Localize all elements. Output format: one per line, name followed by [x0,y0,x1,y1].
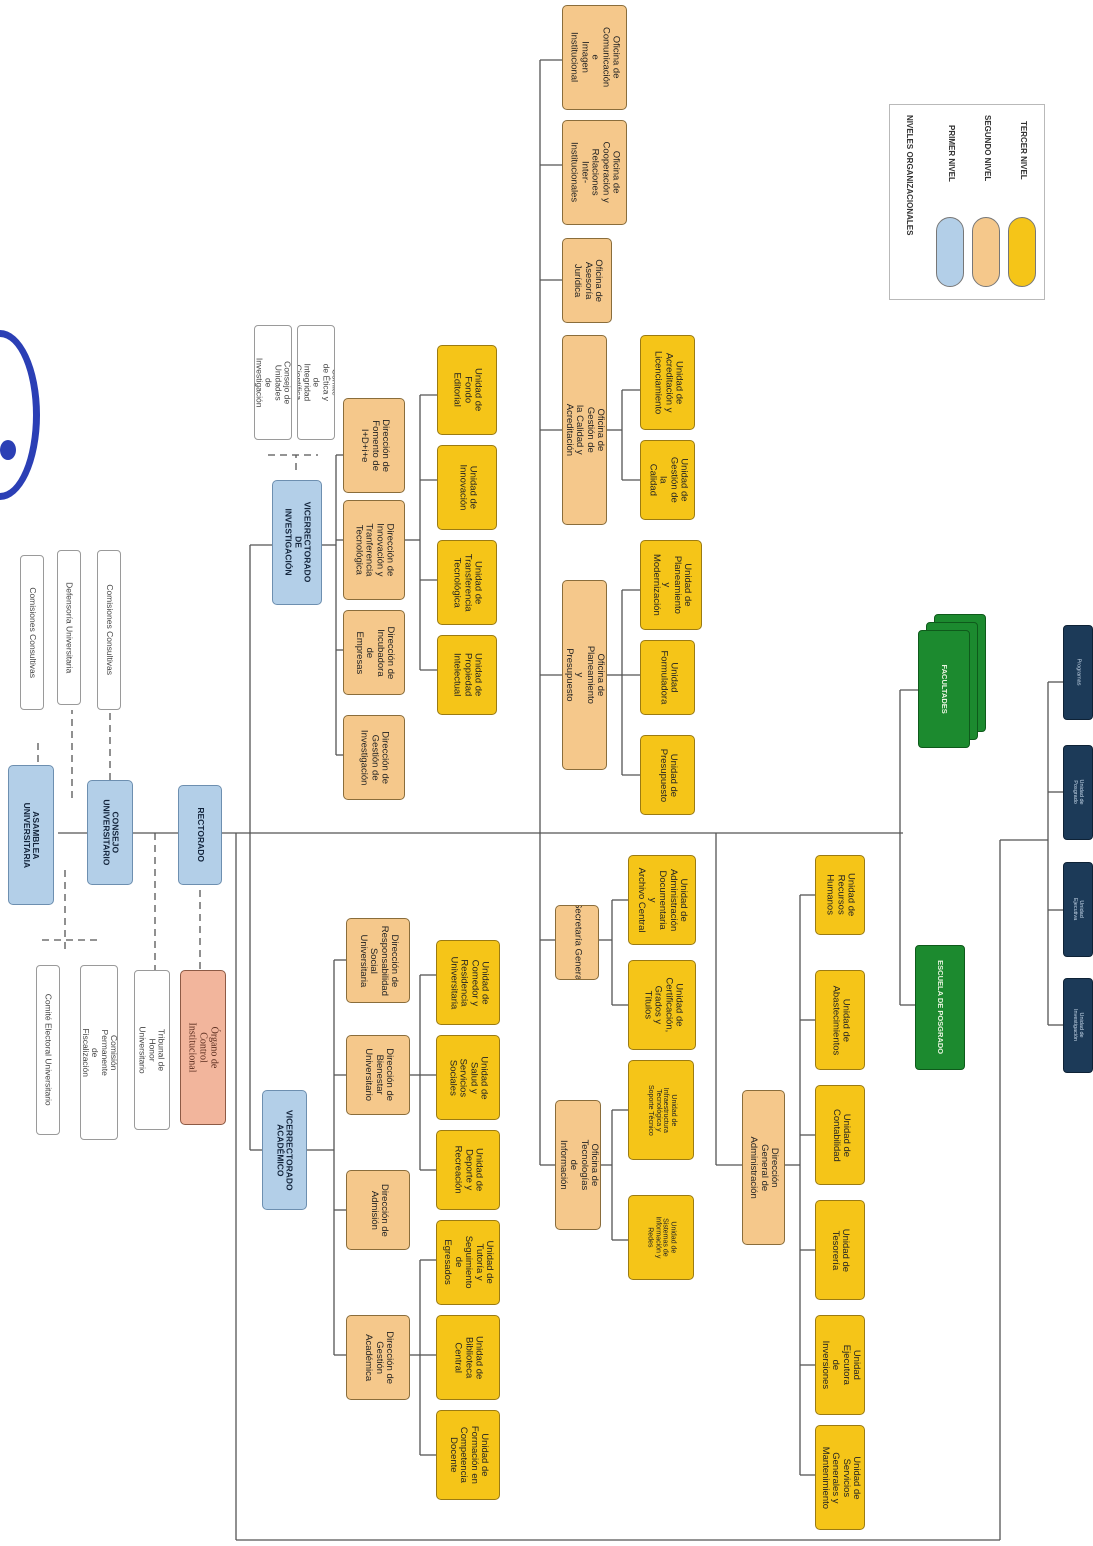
node-of-cooperacion: Oficina de Cooperación y Relaciones Inte… [562,120,627,225]
node-comite-electoral: Comité Electoral Universitario [36,965,60,1135]
node-u-recursos-humanos: Unidad de Recursos Humanos [815,855,865,935]
node-u-infraestructura: Unidad de Infraestructura Tecnológica y … [628,1060,694,1160]
node-u-formacion-docente: Unidad de Formación en Competencia Docen… [436,1410,500,1500]
node-u-transferencia: Unidad de Transferencia Tecnológica [437,540,497,625]
node-dir-bienestar: Dirección de Bienestar Universitario [346,1035,410,1115]
legend-label-tercer: TERCER NIVEL [1019,121,1028,180]
node-of-tecnologias: Oficina de Tecnologías de Información [555,1100,601,1230]
node-dir-general-administracion: Dirección General de Administración [742,1090,785,1245]
node-u-acreditacion: Unidad de Acreditación y Licenciamiento [640,335,695,430]
node-facultades: FACULTADES [918,630,970,748]
node-consejo-unidades: Consejo de Unidades de Investigación [254,325,292,440]
node-u-sistemas: Unidad de Sistemas de Información y Rede… [628,1195,694,1280]
node-comite-etica: Comité de Ética y de Integridad Científi… [297,325,335,440]
node-u-deporte: Unidad de Deporte y Recreación [436,1130,500,1210]
legend-swatch-segundo [972,217,1000,287]
node-u-tutoria: Unidad de Tutoría y Seguimiento de Egres… [436,1220,500,1305]
node-navy-unidad-ejecutiva: Unidad Ejecutiva [1063,862,1093,957]
node-consejo: CONSEJO UNIVERSITARIO [87,780,133,885]
node-rectorado: RECTORADO [178,785,222,885]
node-asamblea: ASAMBLEA UNIVERSITARIA [8,765,54,905]
node-navy-programas: Programas [1063,625,1093,720]
node-dir-admision: Dirección de Admisión [346,1170,410,1250]
node-dir-gestion-investigacion: Dirección de Gestión de Investigación [343,715,405,800]
node-navy-unidad-posgrado: Unidad de Posgrado [1063,745,1093,840]
legend-label-primer: PRIMER NIVEL [947,125,956,182]
node-u-planeamiento: Unidad de Planeamiento y Modernización [640,540,702,630]
legend-title: NIVELES ORGANIZACIONALES [905,115,914,236]
node-u-propiedad: Unidad de Propiedad Intelectual [437,635,497,715]
node-escuela-posgrado: ESCUELA DE POSGRADO [915,945,965,1070]
legend: NIVELES ORGANIZACIONALES PRIMER NIVEL SE… [889,104,1045,300]
node-u-salud: Unidad de Salud y Servicios Sociales [436,1035,500,1120]
node-u-certificacion: Unidad de Certificación, Grados y Título… [628,960,696,1050]
node-u-comedor: Unidad de Comedor y Residencia Universit… [436,940,500,1025]
node-dir-gestion-academica: Dirección de Gestión Académica [346,1315,410,1400]
node-of-planeamiento: Oficina de Planeamiento y Presupuesto [562,580,607,770]
node-u-ejecutora-inversiones: Unidad Ejecutora de Inversiones [815,1315,865,1415]
node-organo-control: Órgano de Control Institucional [180,970,226,1125]
university-logo-dot [0,440,16,460]
node-vicerrectorado-academico: VICERRECTORADO ACADÉMICO [262,1090,307,1210]
node-dir-innovacion: Dirección de Innovación y Tranferencia T… [343,500,405,600]
node-secretaria-general: Secretaría General [555,905,599,980]
node-u-formuladora: Unidad Formuladora [640,640,695,715]
node-dir-fomento: Dirección de Fomento de I+D+i+e [343,398,405,493]
legend-swatch-primer [936,217,964,287]
node-defensoria: Defensoría Universitaria [57,550,81,705]
node-u-biblioteca: Unidad de Biblioteca Central [436,1315,500,1400]
legend-swatch-tercer [1008,217,1036,287]
node-comisiones-1: Comisiones Consultivas [20,555,44,710]
node-tribunal: Tribunal de Honor Universitario [134,970,170,1130]
node-u-abastecimientos: Unidad de Abastecimientos [815,970,865,1070]
node-comision-fiscalizacion: Comisión Permanente de Fiscalización [80,965,118,1140]
node-u-gestion-calidad: Unidad de Gestión de la Calidad [640,440,695,520]
node-of-calidad: Oficina de Gestión de la Calidad y Acred… [562,335,607,525]
node-of-asesoria: Oficina de Asesoría Jurídica [562,238,612,323]
node-u-contabilidad: Unidad de Contabilidad [815,1085,865,1185]
node-u-presupuesto: Unidad de Presupuesto [640,735,695,815]
node-u-servicios-generales: Unidad de Servicios Generales y Mantenim… [815,1425,865,1530]
node-dir-incubadora: Dirección de Incubadora de Empresas [343,610,405,695]
node-u-fondo-editorial: Unidad de Fondo Editorial [437,345,497,435]
node-of-comunicacion: Oficina de Comunicación e Imagen Institu… [562,5,627,110]
node-vicerrectorado-investigacion: VICERRECTORADO DE INVESTIGACIÓN [272,480,322,605]
legend-label-segundo: SEGUNDO NIVEL [983,115,992,182]
node-u-administracion-documentaria: Unidad de Administración Documentaria y … [628,855,696,945]
node-comisiones-2: Comisiones Consultivas [97,550,121,710]
node-u-innovacion: Unidad de Innovación [437,445,497,530]
node-dir-responsabilidad: Dirección de Responsabilidad Social Univ… [346,918,410,1003]
node-u-tesoreria: Unidad de Tesorería [815,1200,865,1300]
node-navy-unidad-investigacion: Unidad de Investigación [1063,978,1093,1073]
